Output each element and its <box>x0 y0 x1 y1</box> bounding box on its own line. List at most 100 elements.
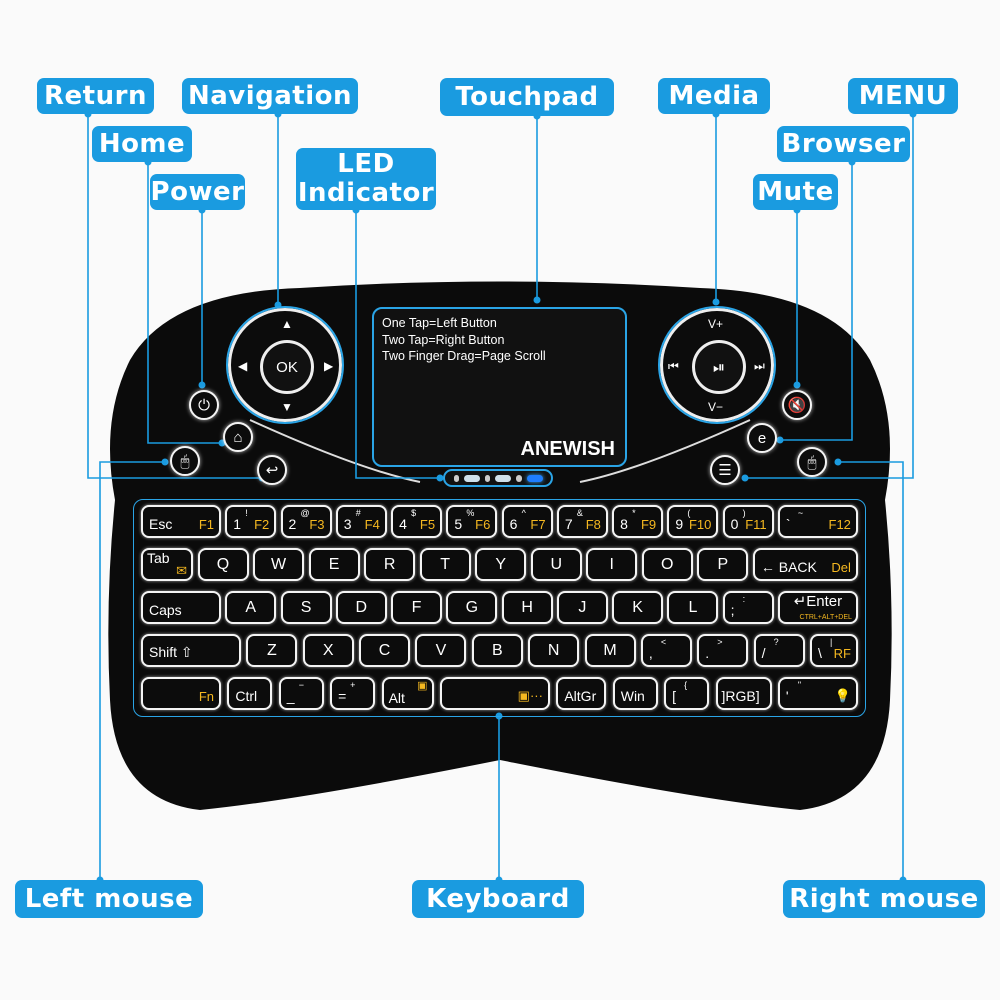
label-led-indicator: LED Indicator <box>296 148 436 210</box>
key[interactable]: Fn <box>141 677 221 710</box>
key[interactable]: Z <box>246 634 298 667</box>
right-mouse-button[interactable]: 🖱 <box>797 447 827 477</box>
key[interactable]: C <box>359 634 411 667</box>
key[interactable]: G <box>446 591 498 624</box>
key[interactable]: 9(F10 <box>667 505 719 538</box>
mouse-icon: 🖱 <box>180 452 190 470</box>
key-label: F8 <box>585 517 601 532</box>
key-label: ` <box>785 516 791 532</box>
key[interactable]: 8*F9 <box>612 505 664 538</box>
key[interactable]: Shift ⇧ <box>141 634 241 667</box>
key-label: Caps <box>149 602 182 618</box>
ok-button[interactable]: OK <box>260 340 314 394</box>
key[interactable]: _− <box>278 677 324 710</box>
return-button[interactable]: ↩ <box>257 455 287 485</box>
key[interactable]: D <box>335 591 387 624</box>
key[interactable]: U <box>530 548 582 581</box>
navigation-pad[interactable]: ▲ ▼ ◀ ▶ OK <box>226 306 344 424</box>
key[interactable]: V <box>415 634 467 667</box>
key-label: 💡 <box>834 688 851 703</box>
key[interactable]: X <box>302 634 354 667</box>
key[interactable]: N <box>528 634 580 667</box>
key-label: F1 <box>198 517 214 532</box>
touchpad[interactable]: One Tap=Left Button Two Tap=Right Button… <box>372 307 627 467</box>
key[interactable]: [{ <box>664 677 710 710</box>
key[interactable]: Y <box>475 548 527 581</box>
key[interactable]: .> <box>697 634 749 667</box>
home-icon: ⌂ <box>233 428 243 446</box>
key-label: ( <box>687 508 691 518</box>
key[interactable]: '"💡 <box>777 677 858 710</box>
key[interactable]: 6^F7 <box>501 505 553 538</box>
key[interactable]: J <box>556 591 608 624</box>
key[interactable]: 5%F6 <box>446 505 498 538</box>
key-label: { <box>684 680 688 690</box>
right-arrow-icon[interactable]: ▶ <box>324 359 334 373</box>
browser-button[interactable]: e <box>747 423 777 453</box>
key[interactable]: Tab✉ <box>141 548 193 581</box>
key[interactable]: O <box>641 548 693 581</box>
mute-button[interactable]: 🔇 <box>782 390 812 420</box>
key[interactable]: K <box>612 591 664 624</box>
key-label: H <box>521 599 533 616</box>
key[interactable]: M <box>584 634 636 667</box>
label-media: Media <box>658 78 770 114</box>
key[interactable]: A <box>225 591 277 624</box>
key[interactable]: Win <box>612 677 658 710</box>
key-label: ↵Enter <box>793 593 843 610</box>
key[interactable]: ,< <box>640 634 692 667</box>
key[interactable]: =+ <box>330 677 376 710</box>
key[interactable]: Alt▣ <box>381 677 434 710</box>
key[interactable]: W <box>253 548 305 581</box>
key[interactable]: 7&F8 <box>556 505 608 538</box>
home-button[interactable]: ⌂ <box>223 422 253 452</box>
key[interactable]: Q <box>197 548 249 581</box>
play-pause-button[interactable]: ⏯ <box>692 340 746 394</box>
key-label: ]RGB] <box>721 688 760 704</box>
key[interactable]: 1!F2 <box>225 505 277 538</box>
key[interactable]: L <box>667 591 719 624</box>
key[interactable]: \|RF <box>809 634 858 667</box>
menu-button[interactable]: ☰ <box>710 455 740 485</box>
key[interactable]: P <box>697 548 749 581</box>
key[interactable]: 3#F4 <box>335 505 387 538</box>
key[interactable]: Ctrl <box>227 677 273 710</box>
media-pad[interactable]: V+ V− ⏮ ⏭ ⏯ <box>658 306 776 424</box>
key-label: Z <box>266 642 277 659</box>
left-mouse-button[interactable]: 🖱 <box>170 446 200 476</box>
next-track-icon[interactable]: ⏭ <box>754 359 765 373</box>
key[interactable]: E <box>308 548 360 581</box>
left-arrow-icon[interactable]: ◀ <box>238 359 248 373</box>
power-button[interactable]: ⏻ <box>189 390 219 420</box>
volume-down-button[interactable]: V− <box>708 400 724 414</box>
key[interactable]: 0)F11 <box>722 505 774 538</box>
key[interactable]: ]RGB] <box>715 677 772 710</box>
key[interactable]: H <box>501 591 553 624</box>
key[interactable]: T <box>419 548 471 581</box>
key[interactable]: ▣··· <box>439 677 550 710</box>
key[interactable]: I <box>586 548 638 581</box>
key[interactable]: Caps <box>141 591 221 624</box>
key[interactable]: F <box>391 591 443 624</box>
key[interactable]: /? <box>753 634 805 667</box>
key-label: N <box>547 642 560 659</box>
key[interactable]: 2@F3 <box>280 505 332 538</box>
key[interactable]: S <box>280 591 332 624</box>
key[interactable]: AltGr <box>556 677 607 710</box>
previous-track-icon[interactable]: ⏮ <box>668 359 679 373</box>
key-label: V <box>435 642 447 659</box>
down-arrow-icon[interactable]: ▼ <box>281 400 293 414</box>
up-arrow-icon[interactable]: ▲ <box>281 317 293 331</box>
volume-up-button[interactable]: V+ <box>708 317 724 331</box>
key[interactable]: `~F12 <box>777 505 858 538</box>
key[interactable]: 4$F5 <box>391 505 443 538</box>
key[interactable]: R <box>364 548 416 581</box>
key[interactable]: ;: <box>722 591 774 624</box>
key[interactable]: B <box>471 634 523 667</box>
key-label: ? <box>773 637 779 647</box>
